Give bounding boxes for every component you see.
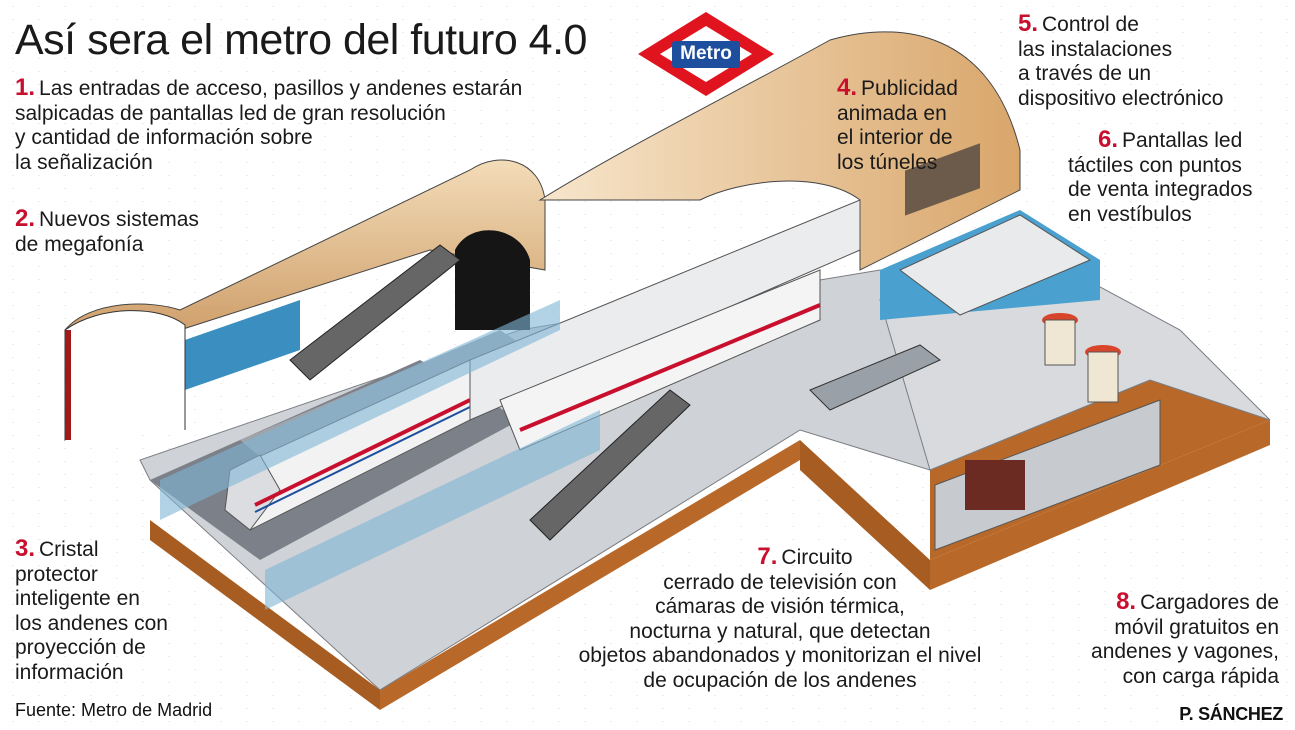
tunnel-ad-screen — [905, 143, 980, 216]
item-text: Cristal — [39, 538, 99, 561]
item-text: los andenes con — [15, 611, 168, 635]
item-text: a través de un — [1018, 62, 1152, 85]
item-text: andenes y vagones, — [1091, 640, 1279, 663]
item-text: y cantidad de información sobre — [15, 126, 313, 149]
item-text: Cargadores de — [1140, 591, 1279, 614]
metro-logo-text: Metro — [680, 43, 732, 64]
platform-glass — [160, 300, 600, 610]
item-text: inteligente en — [15, 587, 140, 610]
item-text: Nuevos sistemas — [39, 208, 199, 231]
left-arch — [64, 159, 546, 442]
escalators — [289, 244, 691, 541]
item-text: cerrado de televisión con — [663, 570, 897, 594]
item-number: 1. — [15, 74, 36, 101]
lower-niche — [934, 399, 1161, 551]
metro-logo: Metro — [638, 12, 774, 96]
item-number: 3. — [15, 535, 36, 562]
charging-screen — [965, 460, 1025, 510]
item-text: Circuito — [781, 546, 853, 569]
page-title: Así sera el metro del futuro 4.0 — [15, 16, 587, 64]
item-number: 5. — [1018, 10, 1039, 37]
item-text: Las entradas de acceso, pasillos y anden… — [39, 77, 523, 100]
item-text: información — [15, 660, 124, 684]
item-3: 3.Cristal protector inteligente en los a… — [15, 535, 168, 685]
item-text: objetos abandonados y monitorizan el niv… — [578, 644, 982, 667]
item-text: el interior de — [837, 126, 953, 149]
item-text: protector — [15, 562, 98, 586]
item-text: nocturna y natural, que detectan — [629, 619, 931, 643]
item-text: dispositivo electrónico — [1018, 86, 1224, 110]
item-text: de venta integrados — [1068, 178, 1253, 201]
item-text: Publicidad — [861, 77, 958, 100]
item-text: los túneles — [837, 150, 938, 174]
item-text: cámaras de visión térmica, — [655, 595, 905, 618]
turnstiles — [809, 313, 1121, 411]
item-4: 4.Publicidad animada en el interior de l… — [837, 74, 958, 175]
item-2: 2.Nuevos sistemas de megafonía — [15, 205, 199, 257]
item-number: 6. — [1098, 126, 1119, 153]
item-text: animada en — [837, 101, 947, 125]
item-text: de megafonía — [15, 232, 144, 256]
item-8: 8.Cargadores de móvil gratuitos en anden… — [1091, 588, 1279, 689]
item-text: salpicadas de pantallas led de gran reso… — [15, 101, 446, 125]
item-text: en vestíbulos — [1068, 202, 1192, 226]
item-number: 7. — [757, 543, 778, 570]
item-text: con carga rápida — [1122, 664, 1279, 688]
item-6: 6.Pantallas led táctiles con puntos de v… — [1068, 126, 1253, 227]
item-5: 5.Control de las instalaciones a través … — [1018, 10, 1224, 111]
item-number: 8. — [1116, 588, 1137, 615]
center-arch — [455, 31, 1021, 330]
item-number: 2. — [15, 205, 36, 232]
item-text: la señalización — [15, 150, 153, 174]
item-text: Control de — [1042, 13, 1139, 36]
item-1: 1.Las entradas de acceso, pasillos y and… — [15, 74, 523, 175]
item-text: las instalaciones — [1018, 37, 1173, 61]
item-7: 7.Circuito cerrado de televisión con cám… — [540, 543, 1020, 693]
item-number: 4. — [837, 74, 858, 101]
item-text: móvil gratuitos en — [1114, 615, 1279, 639]
source-note: Fuente: Metro de Madrid — [15, 700, 213, 720]
item-text: proyección de — [15, 636, 146, 659]
trains — [224, 199, 861, 531]
item-text: Pantallas led — [1122, 129, 1243, 152]
item-text: de ocupación de los andenes — [643, 668, 917, 692]
item-text: táctiles con puntos — [1068, 153, 1242, 177]
author-credit: P. SÁNCHEZ — [1179, 704, 1283, 724]
